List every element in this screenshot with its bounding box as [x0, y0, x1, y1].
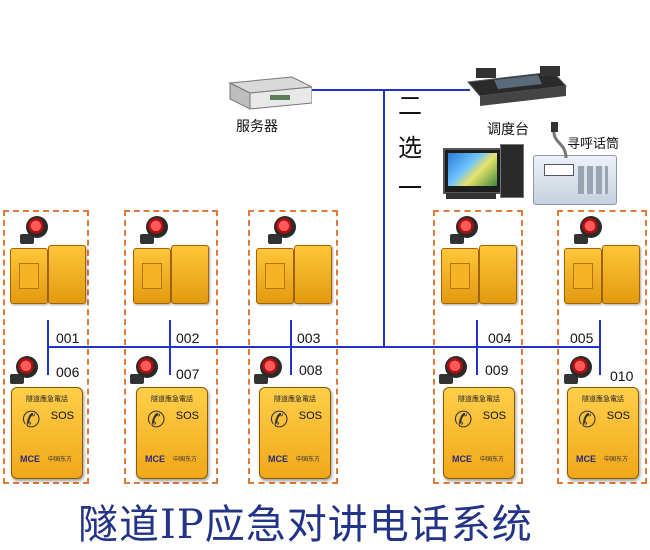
- handset-icon: ✆: [22, 408, 41, 433]
- station-id-bottom: 007: [176, 366, 200, 382]
- maker-label: 中国东方: [604, 456, 629, 463]
- pc-monitor: [443, 148, 502, 194]
- emergency-phone: 隧道應急電話 ✆ SOS MCE 中国东方: [259, 387, 331, 479]
- phone-cabinet-left: [441, 248, 479, 304]
- station-id-bottom: 010: [610, 368, 634, 384]
- select-char-two: 二: [398, 92, 422, 120]
- speaker-icon: [448, 214, 478, 244]
- paging-mic-display: [544, 164, 574, 176]
- sos-label: SOS: [606, 410, 630, 422]
- phone-cabinet-right: [171, 245, 209, 304]
- paging-mic-keypad: [578, 166, 608, 194]
- handset-icon: ✆: [578, 408, 597, 433]
- phone-cabinet-left: [256, 248, 294, 304]
- diagram-title: 隧道IP应急对讲电话系统: [78, 502, 533, 548]
- console-icon: [467, 66, 568, 106]
- brand-logo: MCE: [576, 454, 596, 464]
- maker-label: 中国东方: [296, 456, 321, 463]
- mic-gooseneck-icon: [551, 122, 568, 158]
- sos-label: SOS: [50, 410, 74, 422]
- station-id-top: 004: [488, 330, 512, 346]
- server-device: [222, 75, 314, 111]
- speaker-icon: [138, 214, 168, 244]
- phone-cabinet-left: [564, 248, 602, 304]
- brand-logo: MCE: [20, 454, 40, 464]
- phone-cabinet-right: [602, 245, 640, 304]
- station-id-top: 002: [176, 330, 200, 346]
- maker-label: 中国东方: [480, 456, 505, 463]
- handset-icon: ✆: [147, 408, 166, 433]
- station-id-top: 003: [297, 330, 321, 346]
- station-group-2: [124, 210, 218, 484]
- speaker-icon: [266, 214, 296, 244]
- phone-cabinet-right: [294, 245, 332, 304]
- phone-title: 隧道應急電話: [151, 395, 193, 403]
- emergency-phone: 隧道應急電話 ✆ SOS MCE 中国东方: [443, 387, 515, 479]
- phone-title: 隧道應急電話: [26, 395, 68, 403]
- station-group-5: [557, 210, 647, 484]
- station-group-3: [248, 210, 338, 484]
- speaker-icon: [562, 354, 592, 384]
- brand-logo: MCE: [268, 454, 288, 464]
- sos-label: SOS: [298, 410, 322, 422]
- station-id-top: 005: [570, 330, 594, 346]
- console-device: [458, 62, 568, 110]
- server-icon: [228, 76, 314, 110]
- phone-title: 隧道應急電話: [458, 395, 500, 403]
- select-char-mid: 选: [398, 134, 422, 162]
- phone-cabinet-left: [10, 248, 48, 304]
- speaker-icon: [8, 354, 38, 384]
- handset-icon: ✆: [270, 408, 289, 433]
- paging-mic-base: [533, 155, 617, 205]
- speaker-icon: [437, 354, 467, 384]
- speaker-icon: [252, 354, 282, 384]
- emergency-phone: 隧道應急電話 ✆ SOS MCE 中国东方: [567, 387, 639, 479]
- server-label: 服务器: [236, 119, 278, 135]
- paging-mic-label: 寻呼话筒: [567, 137, 620, 152]
- phone-cabinet-left: [133, 248, 171, 304]
- emergency-phone: 隧道應急電話 ✆ SOS MCE 中国东方: [136, 387, 208, 479]
- select-char-one: 一: [398, 174, 422, 202]
- station-id-bottom: 008: [299, 362, 323, 378]
- brand-logo: MCE: [452, 454, 472, 464]
- emergency-phone: 隧道應急電話 ✆ SOS MCE 中国东方: [11, 387, 83, 479]
- brand-logo: MCE: [145, 454, 165, 464]
- pc-keyboard: [446, 193, 496, 199]
- console-label: 调度台: [487, 122, 529, 138]
- station-id-top: 001: [56, 330, 80, 346]
- pc-tower: [500, 144, 524, 198]
- station-id-bottom: 006: [56, 364, 80, 380]
- handset-icon: ✆: [454, 408, 473, 433]
- phone-cabinet-right: [479, 245, 517, 304]
- phone-cabinet-right: [48, 245, 86, 304]
- station-group-1: [3, 210, 89, 484]
- phone-title: 隧道應急電話: [274, 395, 316, 403]
- sos-label: SOS: [175, 410, 199, 422]
- pc-screen: [448, 153, 497, 186]
- maker-label: 中国东方: [48, 456, 73, 463]
- speaker-icon: [572, 214, 602, 244]
- maker-label: 中国东方: [173, 456, 198, 463]
- station-group-4: [433, 210, 523, 484]
- speaker-icon: [18, 214, 48, 244]
- phone-title: 隧道應急電話: [582, 395, 624, 403]
- station-id-bottom: 009: [485, 362, 509, 378]
- sos-label: SOS: [482, 410, 506, 422]
- speaker-icon: [128, 354, 158, 384]
